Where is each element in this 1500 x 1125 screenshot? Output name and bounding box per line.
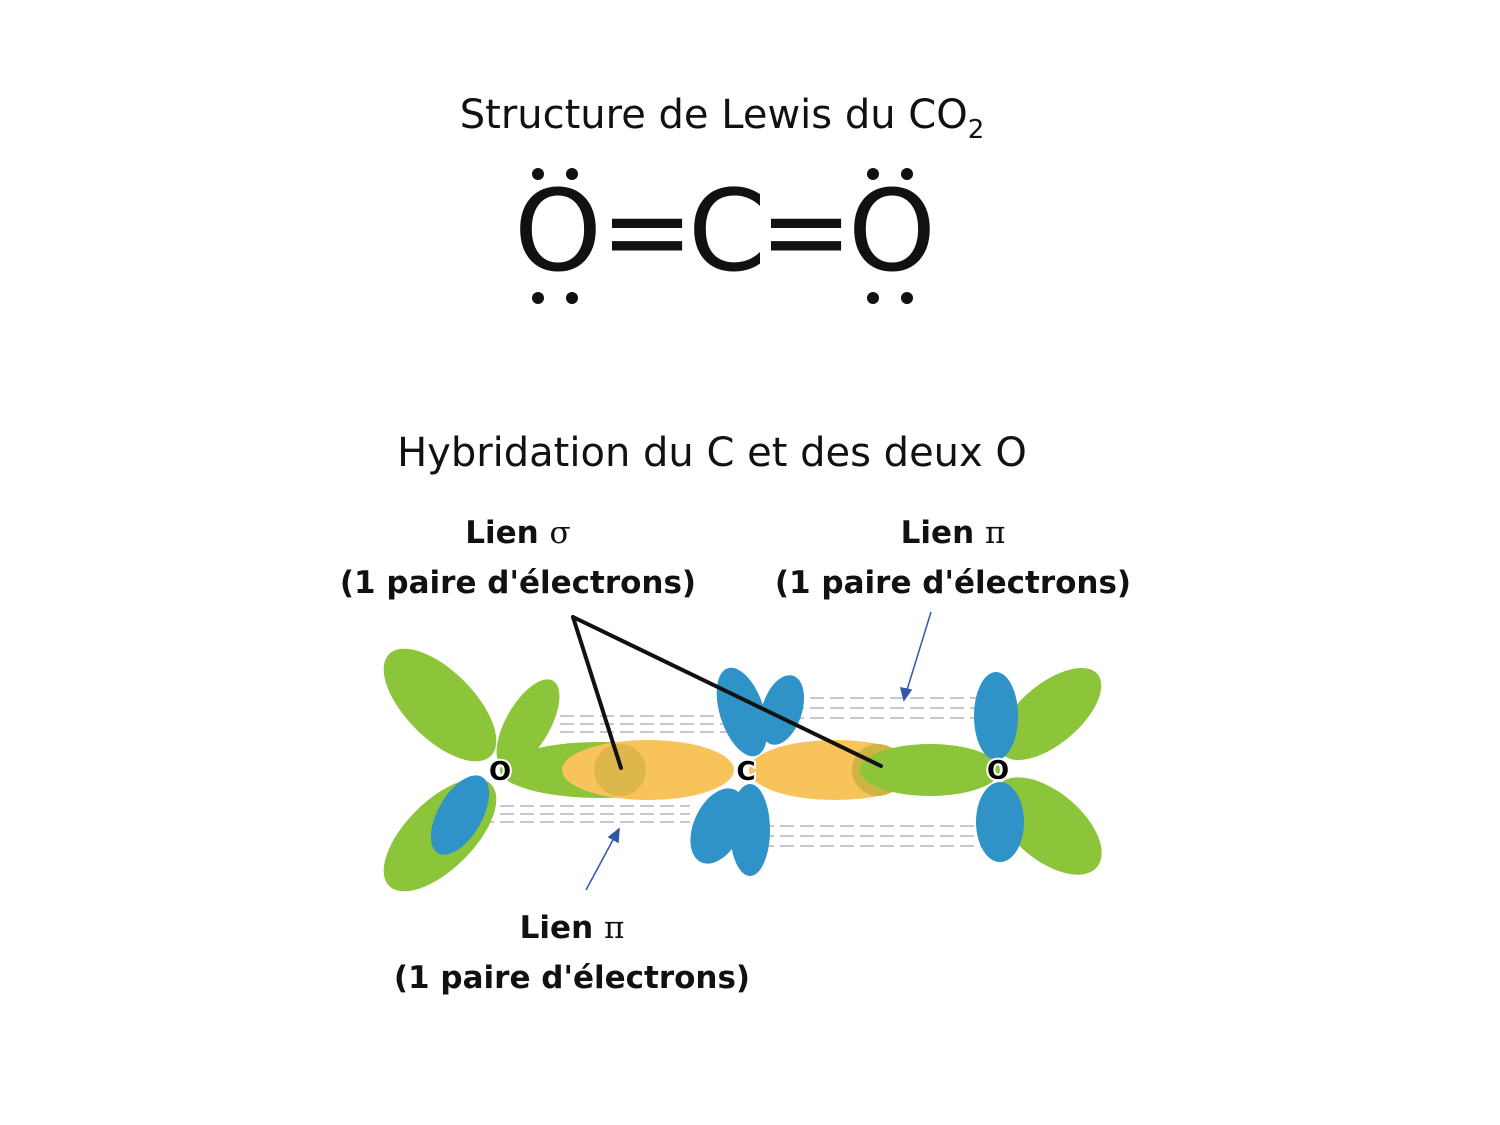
orbital-diagram: O C O (383, 611, 1102, 892)
atom-label-o-right: O (987, 756, 1009, 786)
oxygen-right-orbitals (860, 667, 1102, 875)
sigma-pointer-lines (571, 615, 883, 770)
hybridization-title: Hybridation du C et des deux O (397, 430, 1027, 476)
pi-symbol-top: π (984, 515, 1006, 551)
pi-bond-name-top: Lien π (900, 515, 1006, 551)
atom-label-o-left: O (489, 757, 511, 787)
sigma-bond-detail: (1 paire d'électrons) (339, 565, 697, 601)
pi-bond-detail-bottom: (1 paire d'électrons) (393, 960, 751, 996)
sigma-bond-name: Lien σ (465, 515, 571, 551)
pi-bond-label-top: Lien π (1 paire d'électrons) (753, 508, 1153, 608)
lewis-bond-double-right: = (759, 167, 853, 297)
pi-overlap-dashes (480, 697, 1000, 847)
lewis-atom-c: C (688, 167, 766, 297)
pi-bond-label-bottom: Lien π (1 paire d'électrons) (372, 903, 772, 1003)
lewis-atom-o-left: O (514, 167, 602, 297)
pi-symbol-bottom: π (603, 910, 625, 946)
pi-bond-name-bottom: Lien π (519, 910, 625, 946)
lewis-structure: O = C = O (514, 167, 936, 304)
pi-bond-detail-top: (1 paire d'électrons) (774, 565, 1132, 601)
lone-pair-dots (532, 168, 913, 304)
lewis-atom-o-right: O (848, 167, 936, 297)
lewis-bond-double-left: = (600, 167, 694, 297)
orbital-atom-labels: O C O (487, 754, 1011, 789)
atom-label-c: C (736, 757, 755, 787)
sigma-bond-label: Lien σ (1 paire d'électrons) (318, 508, 718, 608)
sigma-symbol: σ (549, 515, 571, 551)
pi-arrows (585, 611, 932, 891)
lewis-structure-title: Structure de Lewis du CO2 (459, 92, 985, 145)
